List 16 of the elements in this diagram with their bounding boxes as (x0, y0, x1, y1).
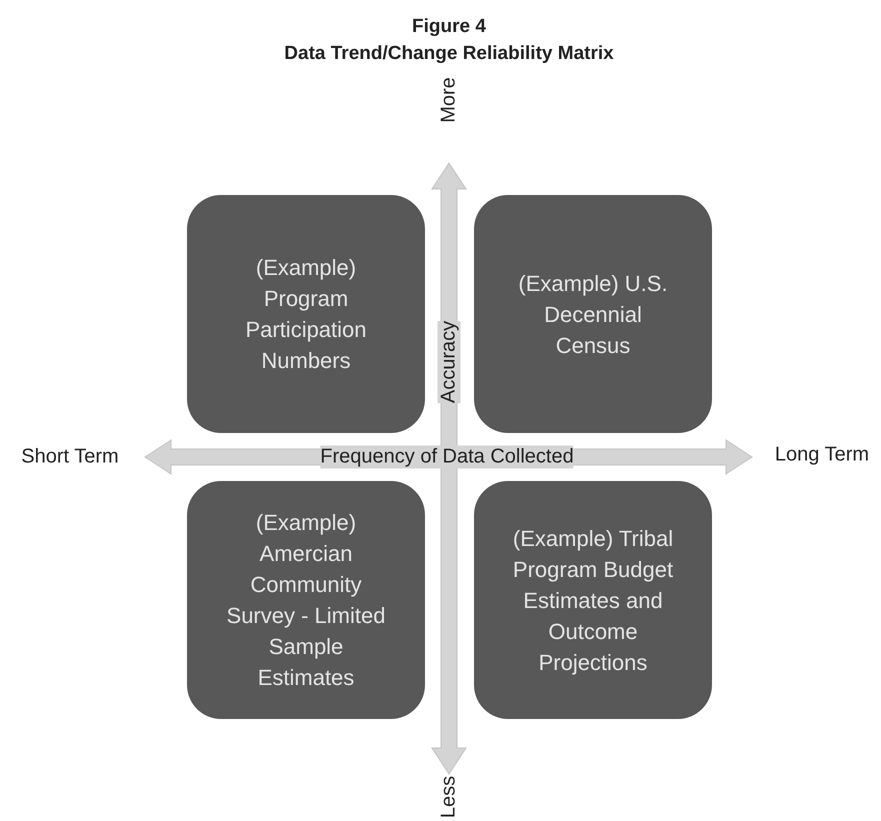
axis-end-label: Short Term (21, 446, 119, 468)
axis-end-label: Less (438, 776, 460, 818)
example-text: (Example) Amercian Community Survey - Limited Sample Estimates (226, 509, 386, 692)
figure-title: Data Trend/Change Reliability Matrix (284, 43, 614, 65)
axis-title: Frequency of Data Collected (320, 446, 574, 468)
figure-number: Figure 4 (412, 16, 486, 38)
quadrant-box (474, 481, 712, 719)
example-text: (Example) Program Participation Numbers (244, 254, 368, 375)
axis-end-label: Long Term (774, 444, 870, 466)
example-text: (Example) Tribal Program Budget Estimates and Outcome Projections (512, 524, 674, 677)
quadrant-box (187, 481, 425, 719)
quadrant-box (474, 195, 712, 433)
axis-title: Accuracy (438, 320, 460, 404)
example-text: (Example) U.S. Decennial Census (517, 270, 669, 360)
quadrant-box (187, 195, 425, 433)
axis-end-label: More (438, 77, 460, 123)
